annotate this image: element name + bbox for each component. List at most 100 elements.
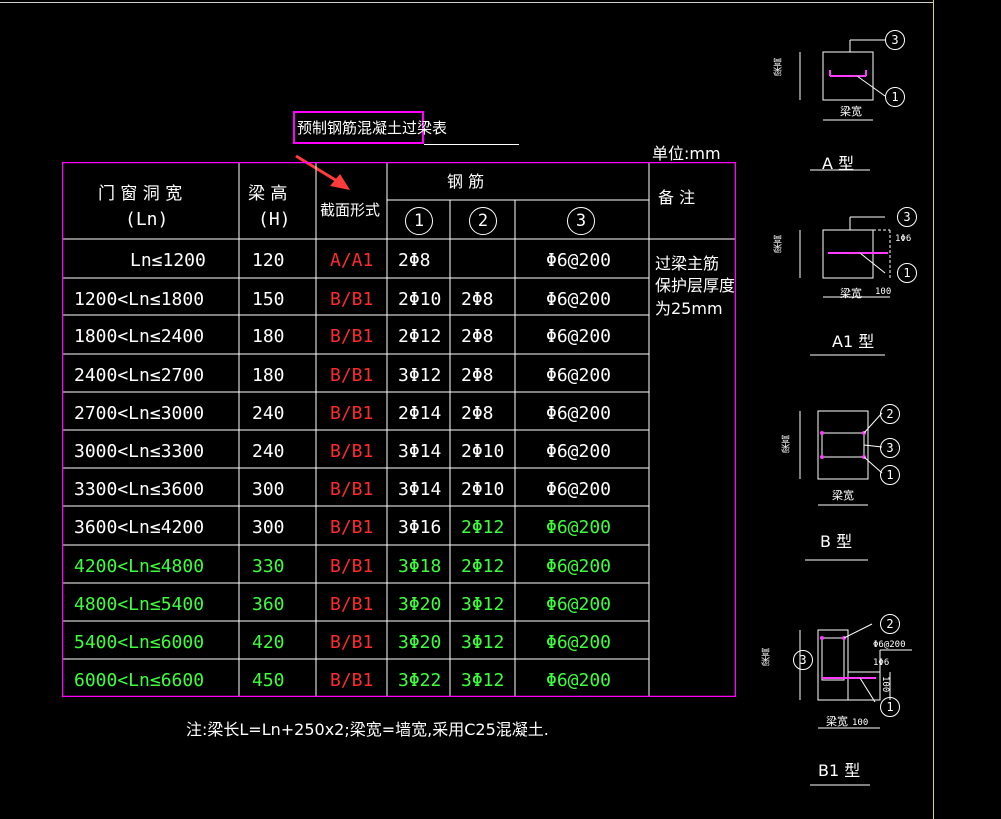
cell-rebar3: Φ6@200 xyxy=(546,250,612,271)
cell-section: B/B1 xyxy=(330,670,374,691)
cell-opening: 2700<Ln≤3000 xyxy=(74,403,205,424)
section-b-label: B 型 xyxy=(820,532,853,551)
cell-rebar3: Φ6@200 xyxy=(546,670,612,691)
section-b1-spec2: Φ6@200 xyxy=(873,640,906,650)
cell-opening: 3300<Ln≤3600 xyxy=(74,479,205,500)
cell-height: 360 xyxy=(252,594,285,615)
cell-height: 180 xyxy=(252,365,285,386)
section-a-width: 梁宽 xyxy=(840,105,862,118)
cell-height: 300 xyxy=(252,517,285,538)
cell-opening: 3600<Ln≤4200 xyxy=(74,517,205,538)
cell-rebar1: 3Φ18 xyxy=(398,556,442,577)
cell-rebar2: 2Φ10 xyxy=(461,441,505,462)
cell-height: 420 xyxy=(252,632,285,653)
section-b1-c2: 2 xyxy=(880,614,900,634)
cell-rebar2: 3Φ12 xyxy=(461,632,505,653)
cell-rebar1: 2Φ10 xyxy=(398,289,442,310)
cell-rebar1: 3Φ20 xyxy=(398,594,442,615)
cell-section: B/B1 xyxy=(330,289,374,310)
section-b-c3: 3 xyxy=(880,438,900,458)
cell-section: B/B1 xyxy=(330,441,374,462)
beam-table: 门 窗 洞 宽 (Ln) 梁 高 (H) 截面形式 钢 筋 1 2 3 备 注 … xyxy=(62,162,736,697)
cell-rebar3: Φ6@200 xyxy=(546,441,612,462)
cell-rebar2: 2Φ12 xyxy=(461,556,505,577)
cell-rebar1: 3Φ14 xyxy=(398,479,442,500)
cell-height: 240 xyxy=(252,403,285,424)
section-b1-c3: 3 xyxy=(793,650,813,670)
cell-rebar2: 2Φ10 xyxy=(461,479,505,500)
cell-rebar3: Φ6@200 xyxy=(546,556,612,577)
section-a-c1: 1 xyxy=(885,87,905,107)
cell-rebar1: 3Φ16 xyxy=(398,517,442,538)
header-rebar: 钢 筋 xyxy=(447,172,485,191)
header-height-sub: (H) xyxy=(258,209,291,230)
cell-rebar2: 3Φ12 xyxy=(461,670,505,691)
section-a-c3: 3 xyxy=(885,30,905,50)
cell-opening: 1800<Ln≤2400 xyxy=(74,326,205,347)
cell-rebar3: Φ6@200 xyxy=(546,403,612,424)
frame-top-line xyxy=(0,2,933,3)
cell-height: 150 xyxy=(252,289,285,310)
header-height: 梁 高 xyxy=(248,184,288,204)
section-a-height: 梁高 xyxy=(774,58,784,76)
section-b1-spec: 1Φ6 xyxy=(873,658,890,668)
cell-rebar1: 2Φ8 xyxy=(398,250,431,271)
cell-section: B/B1 xyxy=(330,517,374,538)
cell-rebar2: 3Φ12 xyxy=(461,594,505,615)
cell-rebar3: Φ6@200 xyxy=(546,594,612,615)
section-b1-dim-bottom: 100 xyxy=(852,718,869,728)
cell-opening: 2400<Ln≤2700 xyxy=(74,365,205,386)
cell-rebar1: 2Φ12 xyxy=(398,326,442,347)
section-b-c1: 1 xyxy=(880,465,900,485)
title-box xyxy=(293,111,424,144)
cell-rebar2: 2Φ8 xyxy=(461,365,494,386)
table-title: 预制钢筋混凝土过梁表 xyxy=(297,119,448,137)
cell-opening: 4800<Ln≤5400 xyxy=(74,594,205,615)
cell-section: B/B1 xyxy=(330,556,374,577)
cell-opening: 5400<Ln≤6000 xyxy=(74,632,205,653)
section-b1-height: 梁高 xyxy=(762,648,772,666)
cell-rebar3: Φ6@200 xyxy=(546,517,612,538)
cell-section: B/B1 xyxy=(330,403,374,424)
cell-opening: 4200<Ln≤4800 xyxy=(74,556,205,577)
remark-line-1: 过梁主筋 xyxy=(655,254,720,273)
cell-opening: Ln≤1200 xyxy=(130,250,206,271)
cell-section: B/B1 xyxy=(330,326,374,347)
section-b1-width: 梁宽 xyxy=(826,715,848,728)
cell-rebar1: 2Φ14 xyxy=(398,403,442,424)
cell-opening: 1200<Ln≤1800 xyxy=(74,289,205,310)
cell-rebar2: 2Φ8 xyxy=(461,289,494,310)
table-note: 注:梁长L=Ln+250x2;梁宽=墙宽,采用C25混凝土. xyxy=(186,720,549,739)
section-a1-spec: 1Φ6 xyxy=(895,234,912,244)
section-b1-dim: 100 xyxy=(880,676,890,693)
cell-rebar2: 2Φ12 xyxy=(461,517,505,538)
section-a-label: A 型 xyxy=(822,154,855,173)
section-b1-label: B1 型 xyxy=(818,761,861,780)
section-b-width: 梁宽 xyxy=(832,489,854,502)
cell-rebar3: Φ6@200 xyxy=(546,289,612,310)
remark-line-3: 为25mm xyxy=(655,299,723,318)
header-opening: 门 窗 洞 宽 xyxy=(98,184,183,204)
section-a1-c3: 3 xyxy=(897,207,917,227)
unit-label: 单位:mm xyxy=(652,144,721,163)
title-underline xyxy=(424,144,519,145)
section-b1-c1: 1 xyxy=(880,697,900,717)
section-a xyxy=(799,39,886,171)
cell-section: A/A1 xyxy=(330,250,374,271)
cell-height: 240 xyxy=(252,441,285,462)
cell-rebar1: 3Φ22 xyxy=(398,670,442,691)
cell-opening: 3000<Ln≤3300 xyxy=(74,441,205,462)
table-grid xyxy=(62,162,736,697)
cell-rebar1: 3Φ14 xyxy=(398,441,442,462)
remark-line-2: 保护层厚度 xyxy=(655,276,736,295)
section-b xyxy=(799,410,883,561)
cell-rebar2: 2Φ8 xyxy=(461,326,494,347)
cell-rebar1: 3Φ12 xyxy=(398,365,442,386)
header-rebar-3: 3 xyxy=(567,207,595,235)
cell-height: 330 xyxy=(252,556,285,577)
cell-rebar3: Φ6@200 xyxy=(546,326,612,347)
cell-section: B/B1 xyxy=(330,632,374,653)
header-opening-sub: (Ln) xyxy=(125,209,169,230)
cell-rebar3: Φ6@200 xyxy=(546,479,612,500)
section-a1 xyxy=(799,216,891,356)
